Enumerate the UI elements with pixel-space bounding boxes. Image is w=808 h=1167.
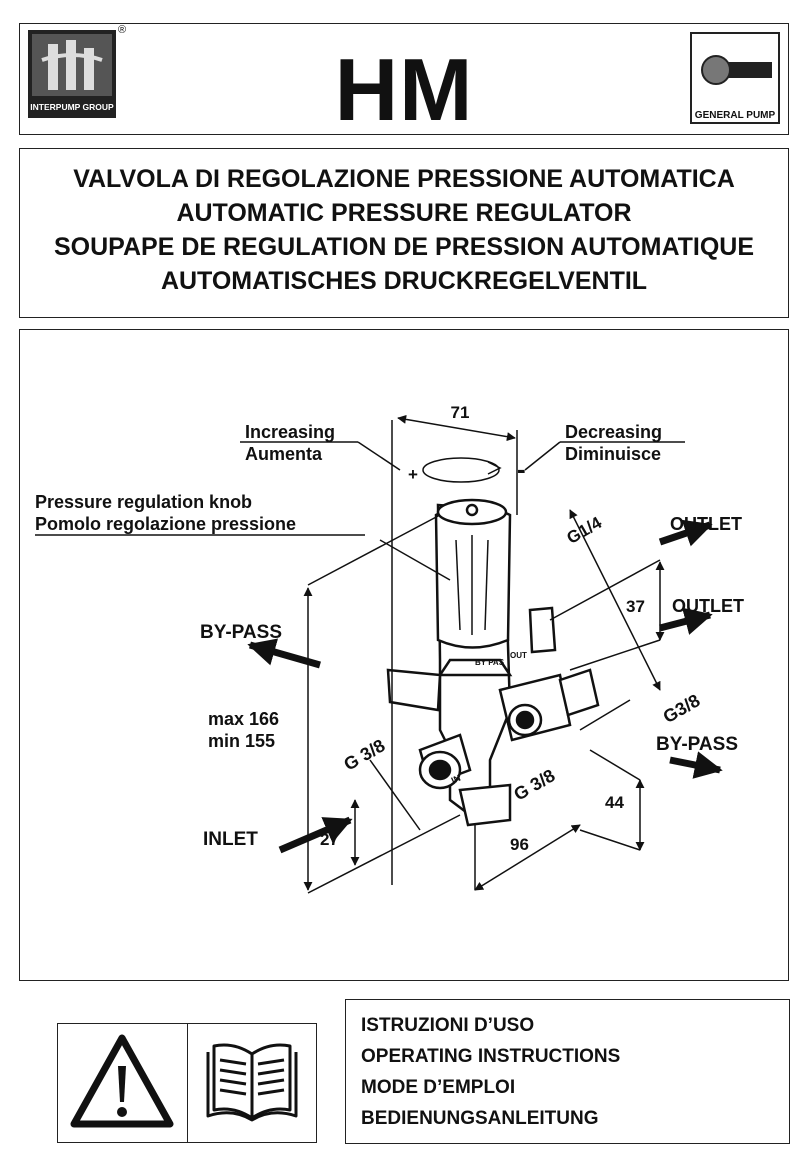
label-height-min: min 155 bbox=[208, 731, 275, 751]
label-bypass-left: BY-PASS bbox=[200, 622, 282, 643]
label-decreasing-it: Diminuisce bbox=[565, 444, 661, 464]
general-pump-logo: GENERAL PUMP bbox=[690, 32, 780, 124]
label-plus: + bbox=[408, 465, 418, 484]
title-english: AUTOMATIC PRESSURE REGULATOR bbox=[176, 199, 632, 227]
general-pump-text: GENERAL PUMP bbox=[694, 110, 776, 121]
title-french: SOUPAPE DE REGULATION DE PRESSION AUTOMA… bbox=[53, 233, 755, 261]
header: INTERPUMP GROUP ® HM GENERAL PUMP bbox=[19, 23, 789, 135]
rotation-indicator bbox=[422, 457, 500, 483]
dim-27: 27 bbox=[320, 830, 339, 849]
label-thread-inlet: G 3/8 bbox=[340, 735, 388, 774]
title-german: AUTOMATISCHES DRUCKREGELVENTIL bbox=[160, 267, 648, 295]
model-title: HM bbox=[334, 40, 474, 139]
label-height-max: max 166 bbox=[208, 709, 279, 729]
registered-mark: ® bbox=[118, 24, 127, 36]
dim-width: 71 bbox=[451, 403, 470, 422]
label-thread-bottom: G 3/8 bbox=[510, 765, 558, 804]
body-out-label: OUT bbox=[510, 651, 527, 660]
label-increasing: Increasing bbox=[245, 422, 335, 442]
instructions-german: BEDIENUNGSANLEITUNG bbox=[361, 1108, 599, 1129]
instructions-french: MODE D’EMPLOI bbox=[361, 1077, 516, 1098]
interpump-logo: INTERPUMP GROUP bbox=[28, 30, 116, 118]
label-thread-top: G1/4 bbox=[564, 513, 606, 548]
label-minus: - bbox=[517, 454, 526, 484]
safety-icons bbox=[57, 1023, 317, 1143]
dim-96: 96 bbox=[510, 835, 529, 854]
dim-44: 44 bbox=[605, 793, 624, 812]
warning-icon bbox=[58, 1024, 188, 1142]
label-outlet-1: OUTLET bbox=[670, 514, 742, 534]
label-outlet-2: OUTLET bbox=[672, 596, 744, 616]
dim-outlet-spacing: 37 bbox=[626, 597, 645, 616]
label-knob-en: Pressure regulation knob bbox=[35, 492, 252, 512]
label-increasing-it: Aumenta bbox=[245, 444, 323, 464]
open-book-icon bbox=[188, 1024, 318, 1142]
title-block: VALVOLA DI REGOLAZIONE PRESSIONE AUTOMAT… bbox=[19, 148, 789, 318]
body-bypass-label: BY PAS bbox=[475, 658, 505, 667]
valve-body bbox=[386, 498, 600, 827]
label-inlet: INLET bbox=[203, 829, 258, 850]
valve-diagram: 71 Increasing Aumenta Decreasing Diminui… bbox=[35, 403, 744, 894]
body-in-label: IN bbox=[450, 773, 462, 786]
instructions-english: OPERATING INSTRUCTIONS bbox=[361, 1046, 621, 1067]
title-italian: VALVOLA DI REGOLAZIONE PRESSIONE AUTOMAT… bbox=[73, 165, 735, 193]
label-bypass-right: BY-PASS bbox=[656, 734, 738, 755]
label-decreasing: Decreasing bbox=[565, 422, 662, 442]
brand-tagline: INTERPUMP GROUP bbox=[30, 102, 114, 112]
technical-drawing: 71 Increasing Aumenta Decreasing Diminui… bbox=[19, 329, 789, 981]
label-knob-it: Pomolo regolazione pressione bbox=[35, 514, 296, 534]
label-thread-right: G3/8 bbox=[660, 690, 704, 727]
instructions-italian: ISTRUZIONI D’USO bbox=[361, 1015, 535, 1036]
instructions-block: ISTRUZIONI D’USO OPERATING INSTRUCTIONS … bbox=[345, 999, 790, 1144]
